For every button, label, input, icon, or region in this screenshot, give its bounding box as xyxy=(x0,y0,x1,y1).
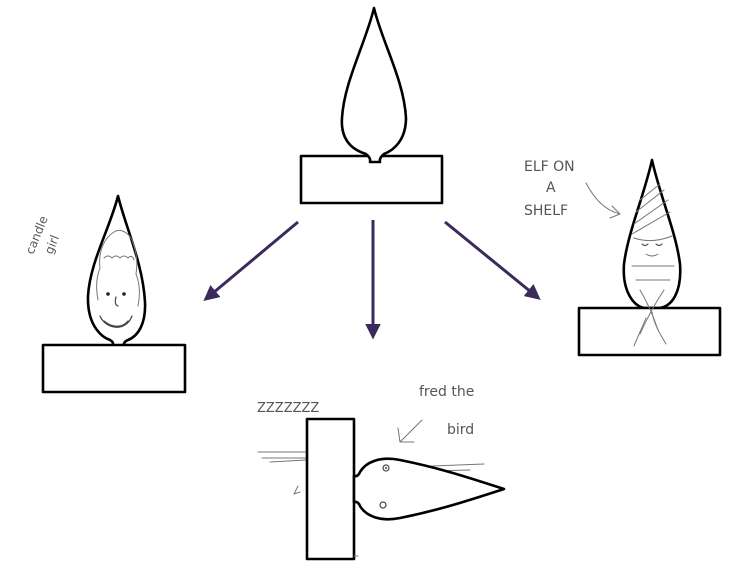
source-candle xyxy=(301,8,442,203)
transformation-arrows xyxy=(213,220,531,327)
candle-girl-eye-right xyxy=(122,292,126,296)
elf-on-shelf-figure: ELF ON A SHELF xyxy=(524,159,720,355)
elf-label-line-3: SHELF xyxy=(524,203,568,219)
candle-girl-label-2: girl xyxy=(42,233,62,256)
bird-pointer-arrow xyxy=(398,420,422,442)
candle-girl-base xyxy=(43,345,185,392)
snore-text: ZZZZZZZ xyxy=(257,401,319,416)
elf-label-line-2: A xyxy=(546,180,556,196)
bird-label-line-1: fred the xyxy=(419,384,474,400)
source-candle-flame-icon xyxy=(342,8,406,162)
candle-girl-figure: candle girl xyxy=(23,196,185,392)
arrow-to-elf-on-shelf xyxy=(445,222,531,292)
arrow-to-candle-girl xyxy=(213,222,298,293)
bird-flame-icon xyxy=(354,459,504,520)
candle-girl-eye-left xyxy=(106,292,110,296)
sleeping-bird-figure: ZZZZZZZ fred the bird xyxy=(257,384,504,559)
elf-pointer-arrow xyxy=(586,183,620,218)
bird-label-line-2: bird xyxy=(447,422,474,438)
bird-base xyxy=(307,419,354,559)
elf-label-line-1: ELF ON xyxy=(524,159,575,175)
